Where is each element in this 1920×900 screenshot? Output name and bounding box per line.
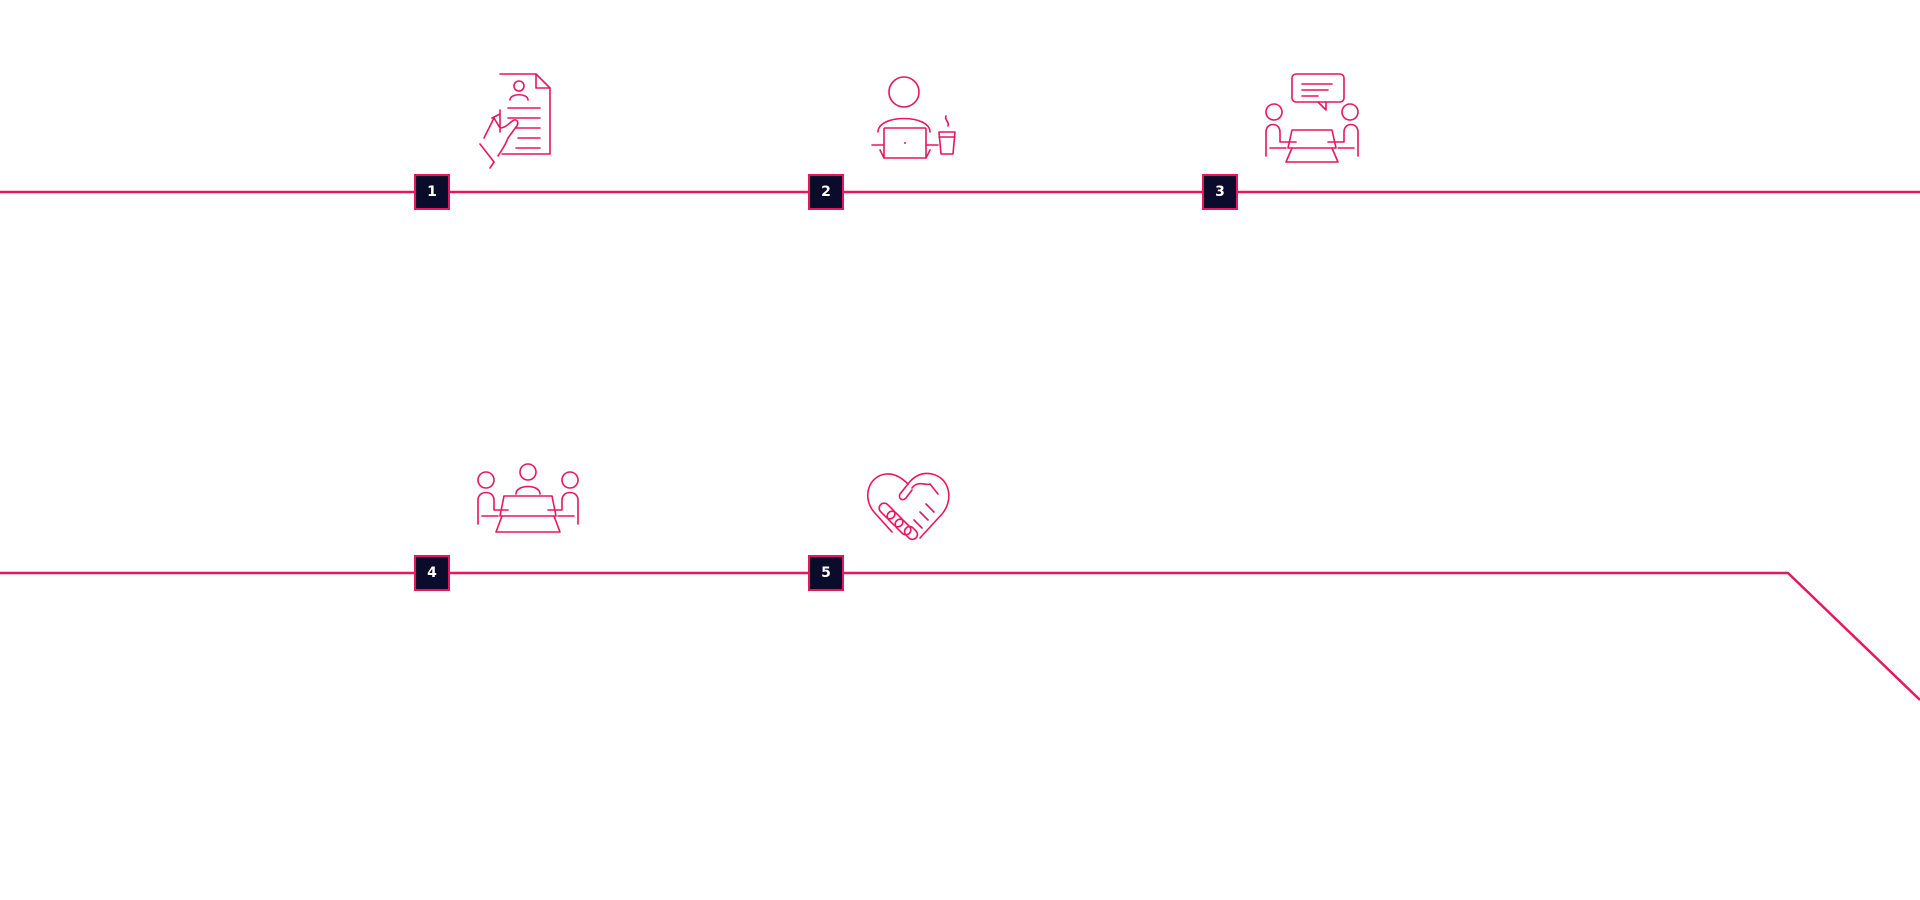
step-marker-3: 3 [1202,174,1238,210]
resume-document-hand-icon [472,70,572,170]
step-marker-5: 5 [808,555,844,591]
handshake-heart-icon [864,452,964,552]
timeline-line-row-2 [0,571,1920,701]
step-marker-4: 4 [414,555,450,591]
step-marker-1: 1 [414,174,450,210]
group-meeting-table-icon [472,452,579,552]
person-laptop-coffee-icon [864,70,964,170]
interview-conversation-icon [1262,70,1362,170]
step-marker-2: 2 [808,174,844,210]
